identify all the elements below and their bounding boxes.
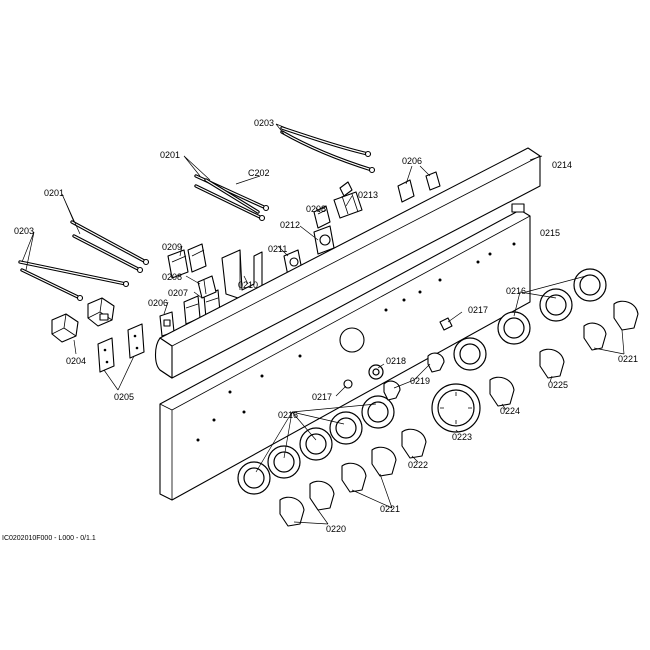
wire-harness-0201 (70, 220, 150, 274)
callout-0203-left: 0203 (14, 226, 34, 236)
knob-0222-1 (401, 428, 427, 459)
leader-lines (21, 123, 625, 525)
knob-0220-1 (309, 480, 335, 511)
knob-bezel-0216-left-5 (237, 461, 271, 495)
callout-0208-right: 0208 (306, 204, 326, 214)
callout-0214: 0214 (552, 160, 572, 170)
callout-0213: 0213 (358, 190, 378, 200)
switch-0213 (333, 181, 363, 219)
callout-c202: C202 (248, 168, 270, 178)
knob-bezel-0216-right-3 (497, 311, 531, 345)
callout-0210: 0210 (238, 280, 258, 290)
callout-0224: 0224 (500, 406, 520, 416)
knob-0225 (539, 348, 565, 379)
callout-0223: 0223 (452, 432, 472, 442)
knob-0222-2 (371, 446, 397, 477)
control-panel-trim-0214 (154, 147, 541, 379)
component-0204 (51, 297, 115, 343)
callout-0201-left: 0201 (44, 188, 64, 198)
drawing-reference-code: IC0202010F000 - L000 - 0/1.1 (2, 535, 96, 542)
knob-0221-bottom-1 (341, 462, 367, 493)
relay-0208-left (197, 275, 217, 299)
callout-0225: 0225 (548, 380, 568, 390)
knob-0221-right-1 (613, 300, 639, 331)
callout-0209: 0209 (162, 242, 182, 252)
timer-dial-0223 (431, 383, 481, 433)
knob-bezel-0216-left-2 (329, 411, 363, 445)
callout-0219: 0219 (410, 376, 430, 386)
bracket-0210 (221, 249, 263, 301)
knob-bezel-0216-left-3 (299, 427, 333, 461)
relay-0208-right (313, 205, 331, 229)
callout-0217-left: 0217 (312, 392, 332, 402)
knob-0219 (383, 352, 445, 401)
knob-bezel-0216-left-1 (361, 395, 395, 429)
callout-0220: 0220 (326, 524, 346, 534)
callout-0206-left: 0206 (148, 298, 168, 308)
callout-0215: 0215 (540, 228, 560, 238)
knob-bezel-0216-right-2 (539, 288, 573, 322)
switch-0209 (167, 243, 207, 279)
knob-bezel-0216-right-4 (453, 337, 487, 371)
callout-labels: 0203 0201 C202 0206 0213 0214 0201 0208 … (14, 118, 638, 534)
ring-0218 (368, 364, 384, 380)
knob-0220-2 (279, 496, 305, 527)
callout-0208-left: 0208 (162, 272, 182, 282)
callout-0206-top: 0206 (402, 156, 422, 166)
callout-0205: 0205 (114, 392, 134, 402)
callout-0203-top: 0203 (254, 118, 274, 128)
wire-harness-c202 (194, 174, 270, 222)
knob-bezel-0216-right-1 (573, 268, 607, 302)
callout-0217-right: 0217 (468, 305, 488, 315)
knob-0221-right-2 (583, 322, 607, 351)
control-panel-0215 (159, 203, 531, 501)
switch-0206-top (397, 171, 441, 203)
callout-0221-right: 0221 (618, 354, 638, 364)
wire-harness-0203-top (280, 126, 376, 174)
callout-0201-top: 0201 (160, 150, 180, 160)
callout-0204: 0204 (66, 356, 86, 366)
callout-0221-bottom: 0221 (380, 504, 400, 514)
callout-0216-right: 0216 (506, 286, 526, 296)
callout-0222: 0222 (408, 460, 428, 470)
knob-bezel-0216-left-4 (267, 445, 301, 479)
callout-0218: 0218 (386, 356, 406, 366)
wire-harness-0203-left (18, 260, 130, 302)
callout-0212: 0212 (280, 220, 300, 230)
callout-0211: 0211 (268, 244, 287, 254)
callout-0216-left: 0216 (278, 410, 298, 420)
callout-0207: 0207 (168, 288, 188, 298)
terminal-block-0205 (97, 323, 145, 373)
knob-0224 (489, 376, 515, 407)
